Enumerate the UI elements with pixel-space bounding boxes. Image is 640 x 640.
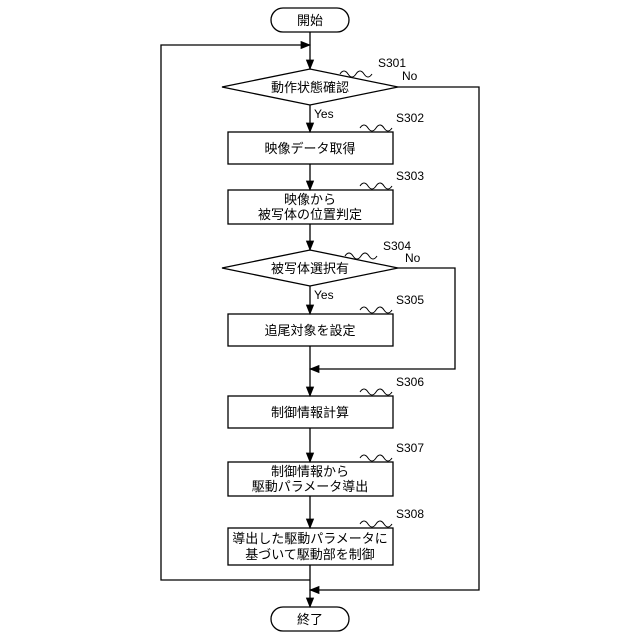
s307-id: S307 xyxy=(396,441,424,455)
process-s307-text-1: 制御情報から xyxy=(271,465,349,480)
process-s303-text-2: 被写体の位置判定 xyxy=(258,208,362,223)
s308-id: S308 xyxy=(396,507,424,521)
loop-back-line xyxy=(161,45,310,580)
s308-leader xyxy=(360,521,392,527)
end-label: 終了 xyxy=(297,612,323,628)
s303-leader xyxy=(360,183,392,189)
decision-s301-text: 動作状態確認 xyxy=(271,80,349,96)
process-s305-text: 追尾対象を設定 xyxy=(264,323,355,339)
s301-id: S301 xyxy=(378,56,406,70)
s302-id: S302 xyxy=(396,111,424,125)
s305-leader xyxy=(360,307,392,313)
s304-id: S304 xyxy=(383,239,411,253)
start-label: 開始 xyxy=(297,14,323,29)
process-s307-text-2: 駆動パラメータ導出 xyxy=(252,480,369,495)
process-s303-text-1: 映像から xyxy=(284,193,336,208)
process-s308-text-2: 基づいて駆動部を制御 xyxy=(245,548,375,563)
decision-s304-text: 被写体選択有 xyxy=(271,262,349,277)
process-s308-text-1: 導出した駆動パラメータに xyxy=(232,532,388,547)
process-s302-text: 映像データ取得 xyxy=(264,141,355,157)
s304-no-label: No xyxy=(405,251,421,265)
process-s306-text: 制御情報計算 xyxy=(271,405,349,421)
s302-leader xyxy=(360,125,392,131)
s301-yes-label: Yes xyxy=(314,107,334,121)
s306-leader xyxy=(360,389,392,395)
s303-id: S303 xyxy=(396,169,424,183)
s305-id: S305 xyxy=(396,293,424,307)
s307-leader xyxy=(360,455,392,461)
s301-no-label: No xyxy=(402,69,418,83)
s306-id: S306 xyxy=(396,375,424,389)
s304-yes-label: Yes xyxy=(314,288,334,302)
